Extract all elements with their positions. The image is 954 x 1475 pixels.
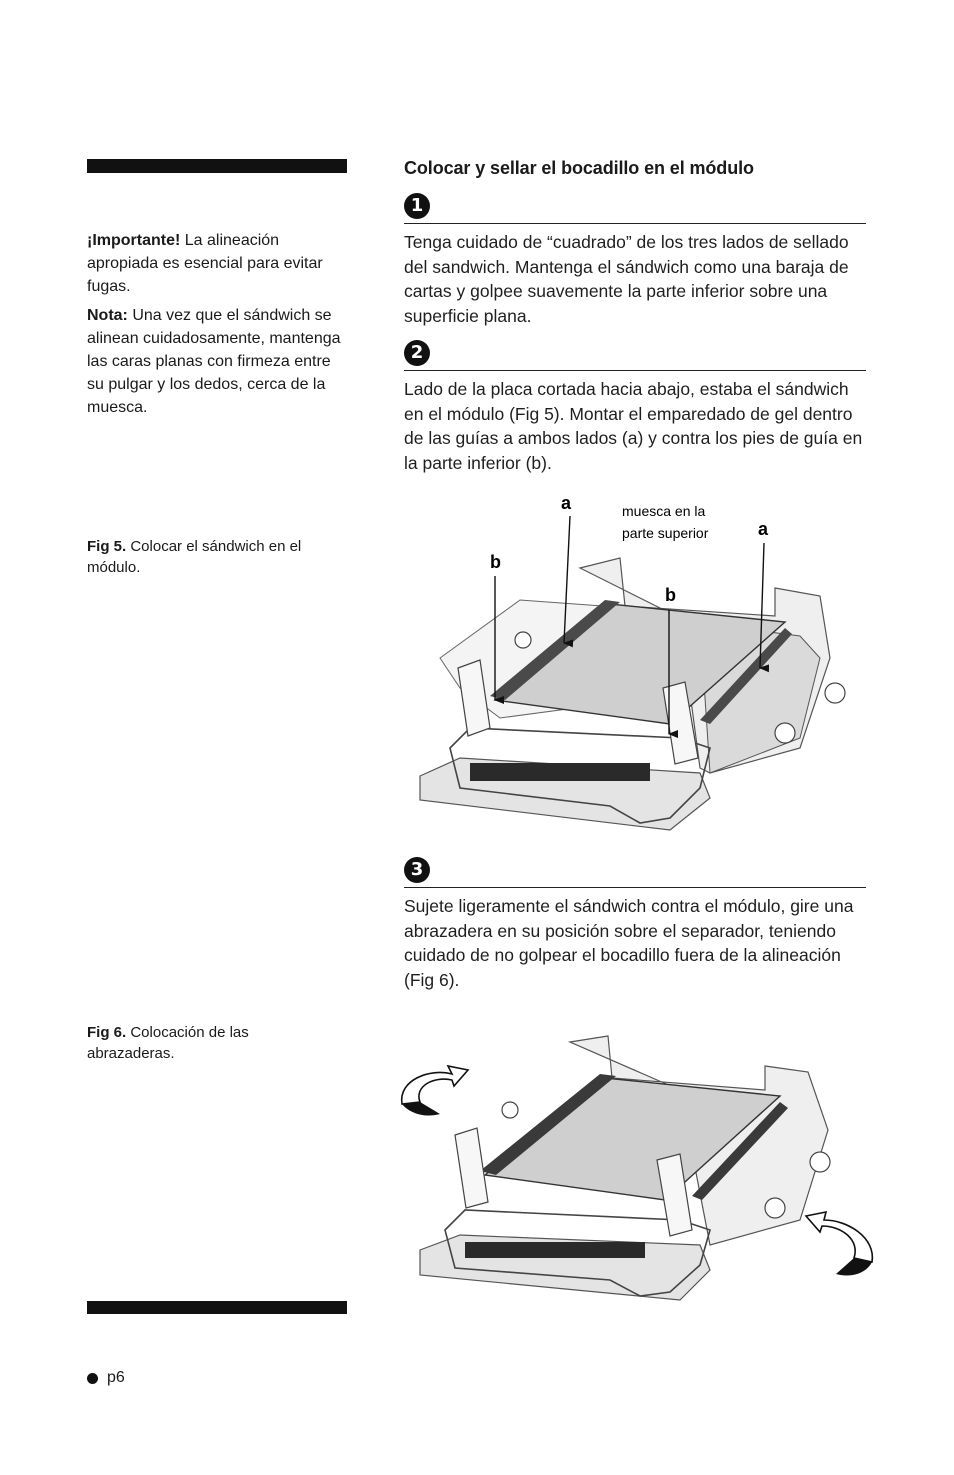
step-2-text: Lado de la placa cortada hacia abajo, es… — [404, 379, 863, 474]
fig5-module-illustration: a a b b muesca en la parte superior — [380, 488, 880, 838]
important-label: ¡Importante! — [87, 232, 181, 249]
fig5-notch-label-line2: parte superior — [622, 525, 709, 541]
fig5-label-a-right: a — [758, 519, 769, 539]
step-3: 3 Sujete ligeramente el sándwich contra … — [404, 857, 866, 993]
fig6-clamp-illustration — [380, 1030, 900, 1310]
step-3-divider — [404, 887, 866, 888]
step-3-text: Sujete ligeramente el sándwich contra el… — [404, 896, 854, 991]
step-1: 1 Tenga cuidado de “cuadrado” de los tre… — [404, 193, 866, 329]
fig5-caption-text: Colocar el sándwich en el módulo. — [87, 538, 302, 576]
rotate-arrow-icon-right — [804, 1210, 874, 1276]
nota-text: Una vez que el sándwich se alinean cuida… — [87, 307, 341, 416]
fig5-notch-label-line1: muesca en la — [622, 503, 705, 519]
fig5-label-b-right: b — [665, 585, 676, 605]
page-number: p6 — [107, 1369, 125, 1386]
section-title: Colocar y sellar el bocadillo en el módu… — [404, 158, 754, 178]
page-footer: p6 — [87, 1367, 125, 1389]
important-text: La alineación apropiada es esencial para… — [87, 232, 323, 295]
fig5-label-b-left: b — [490, 552, 501, 572]
step-2-number-badge: 2 — [404, 340, 430, 366]
important-note: ¡Importante! La alineación apropiada es … — [87, 229, 342, 298]
step-2: 2 Lado de la placa cortada hacia abajo, … — [404, 340, 866, 476]
nota-note: Nota: Una vez que el sándwich se alinean… — [87, 304, 342, 419]
top-rule-bar — [87, 159, 347, 173]
nota-label: Nota: — [87, 307, 128, 324]
fig5-caption-label: Fig 5. — [87, 538, 127, 555]
step-1-divider — [404, 223, 866, 224]
fig6-caption-text: Colocación de las abrazaderas. — [87, 1024, 249, 1062]
rotate-arrow-icon-left — [401, 1064, 470, 1116]
sidebar-notes: ¡Importante! La alineación apropiada es … — [87, 229, 342, 425]
step-2-divider — [404, 370, 866, 371]
bullet-dot-icon — [87, 1372, 98, 1384]
fig6-caption: Fig 6. Colocación de las abrazaderas. — [87, 1022, 317, 1064]
step-3-number-badge: 3 — [404, 857, 430, 883]
fig6-caption-label: Fig 6. — [87, 1024, 127, 1041]
fig5-label-a-left: a — [561, 493, 572, 513]
step-1-number-badge: 1 — [404, 193, 430, 219]
step-1-text: Tenga cuidado de “cuadrado” de los tres … — [404, 232, 849, 327]
fig5-caption: Fig 5. Colocar el sándwich en el módulo. — [87, 536, 317, 578]
bottom-rule-bar — [87, 1301, 347, 1314]
